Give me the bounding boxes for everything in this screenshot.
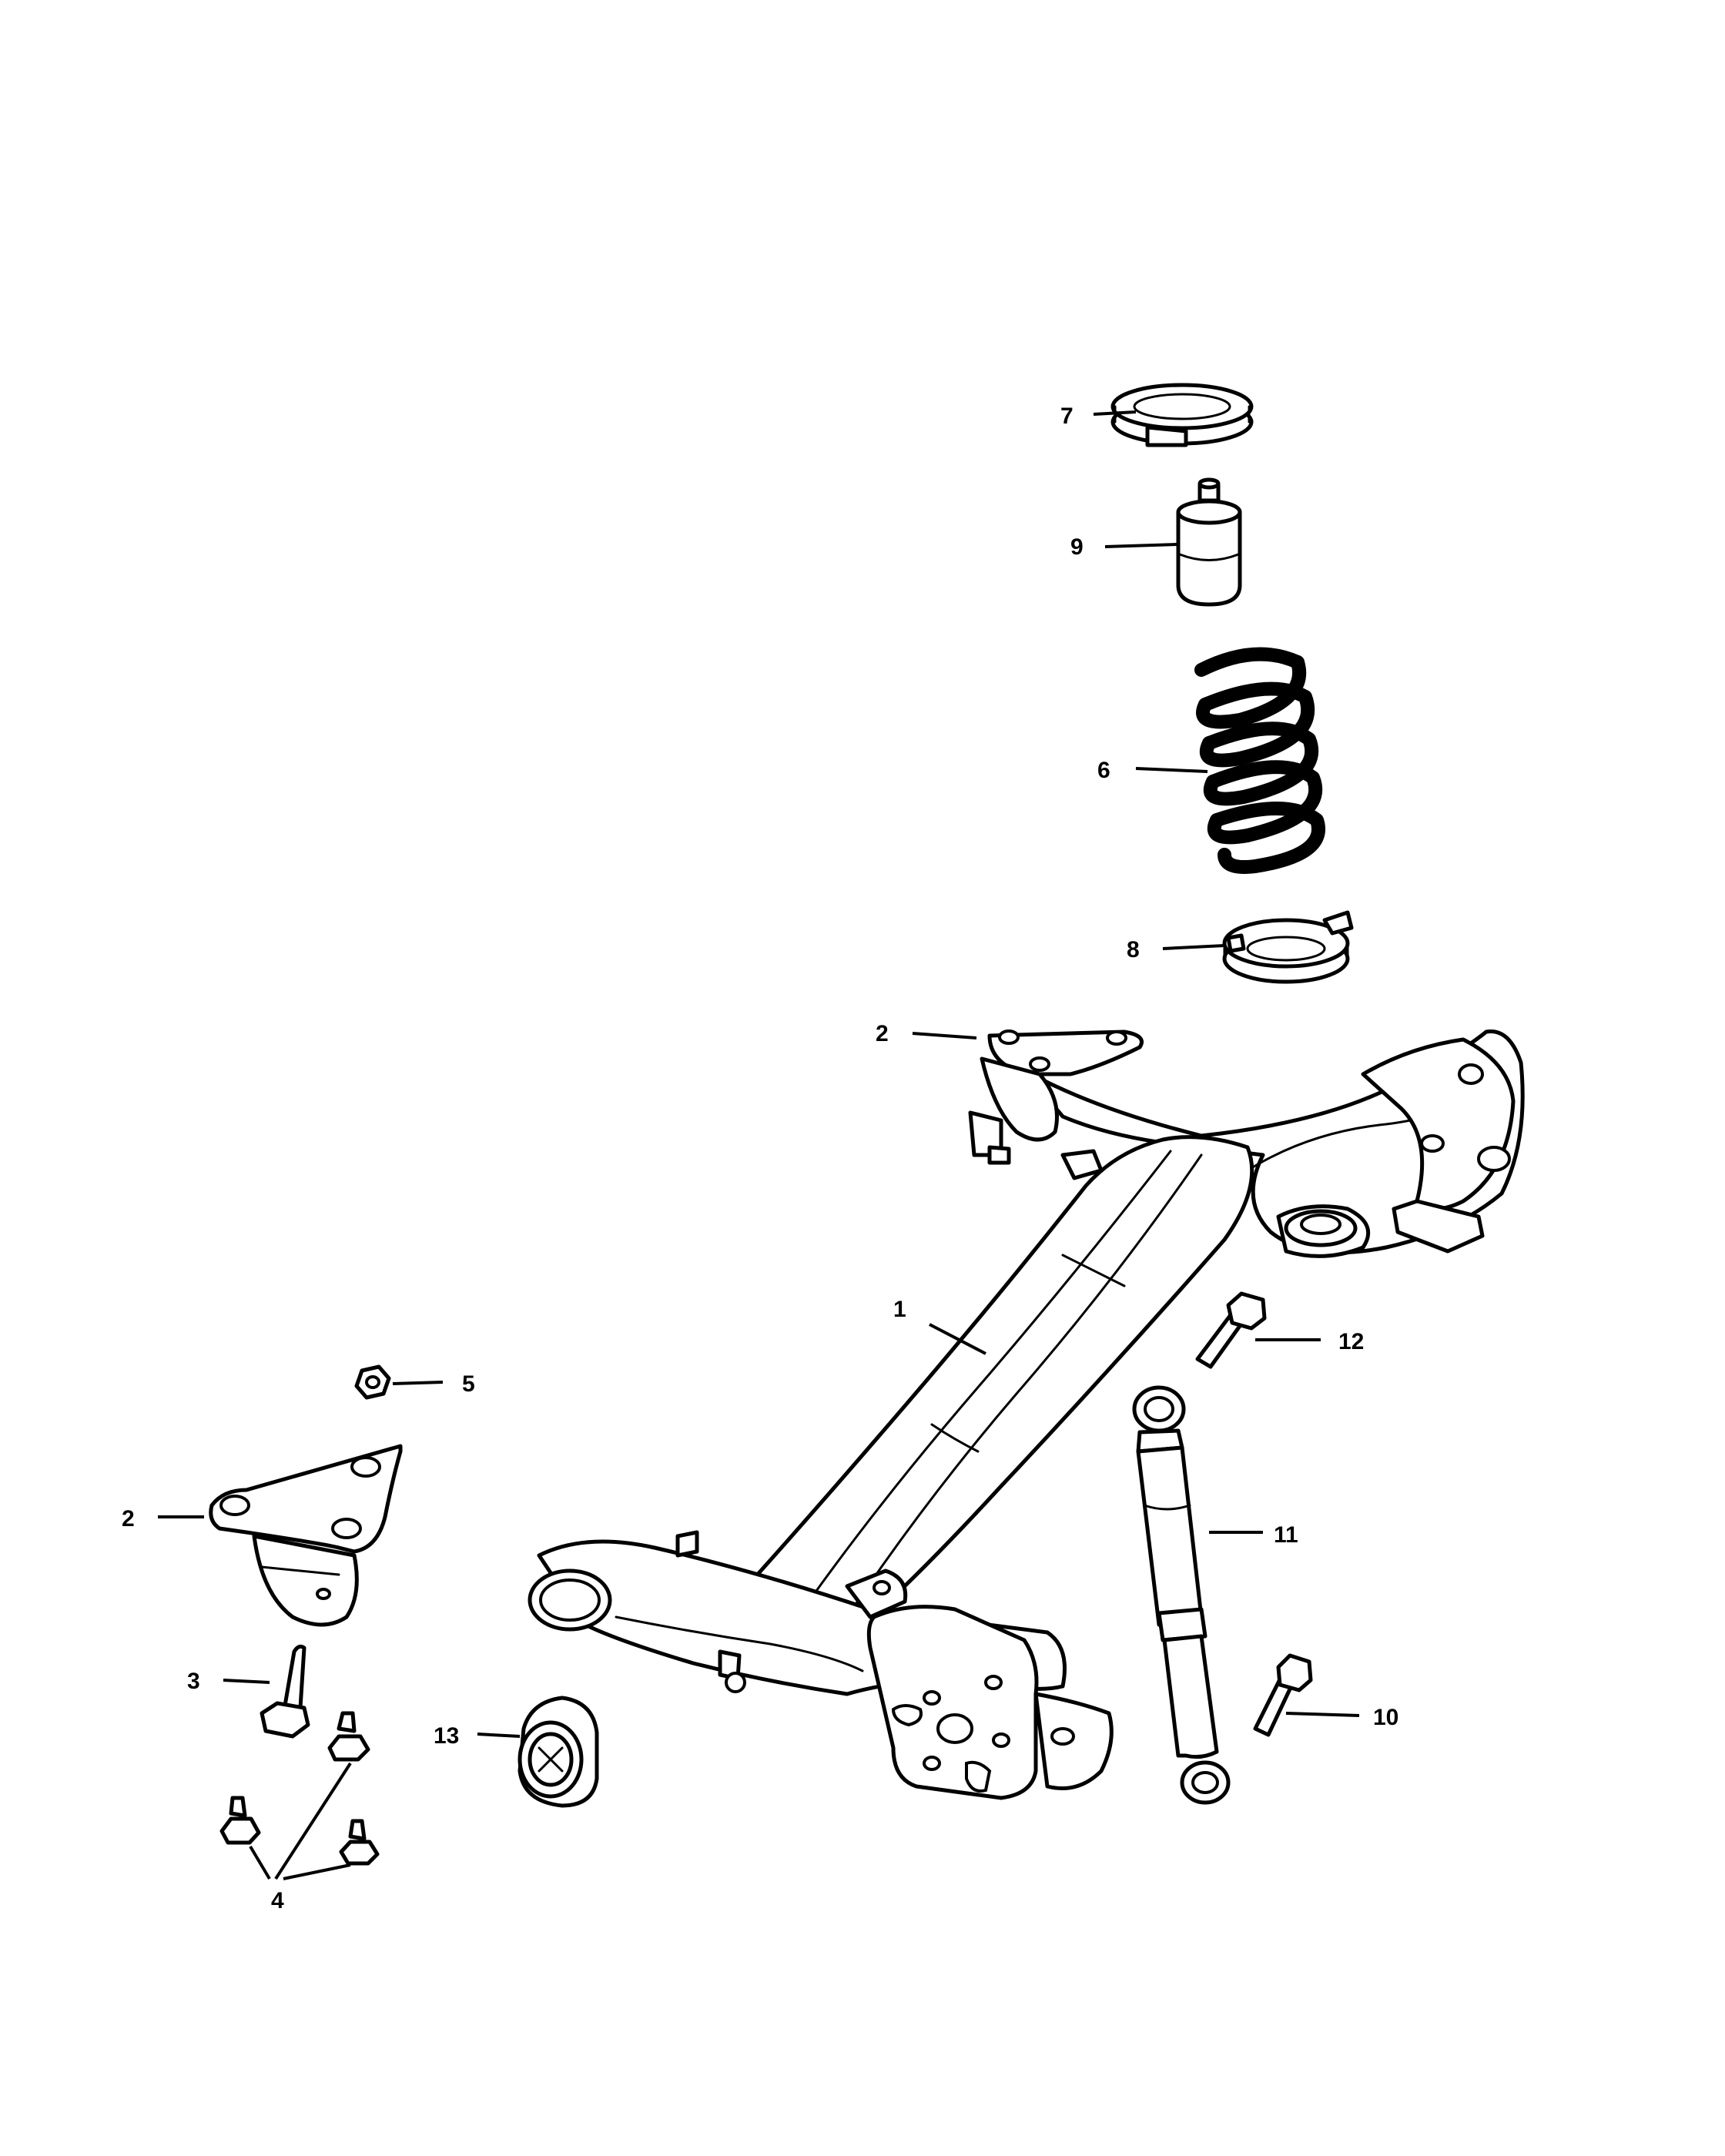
callout-8: 8 — [1127, 937, 1140, 962]
callout-12: 12 — [1338, 1329, 1364, 1354]
callout-2-lower: 2 — [122, 1506, 135, 1532]
callout-4: 4 — [271, 1888, 284, 1913]
callout-6: 6 — [1097, 758, 1110, 783]
callout-13: 13 — [434, 1723, 459, 1749]
callout-11: 11 — [1274, 1522, 1298, 1548]
callout-2-upper: 2 — [876, 1021, 889, 1046]
callout-9: 9 — [1070, 534, 1084, 560]
callout-3: 3 — [187, 1669, 200, 1694]
part-11-shock-absorber — [1132, 1385, 1231, 1805]
part-12-upper-shock-bolt — [1195, 1291, 1267, 1369]
part-1-rear-axle-beam — [528, 1029, 1525, 1800]
part-7-upper-isolator — [1110, 383, 1254, 447]
part-5-nut — [354, 1364, 391, 1400]
part-3-bolt — [260, 1644, 310, 1739]
callout-1: 1 — [893, 1297, 906, 1322]
callout-7: 7 — [1060, 403, 1074, 429]
part-4-studs — [219, 1711, 380, 1866]
callout-10: 10 — [1373, 1705, 1398, 1730]
callout-5: 5 — [462, 1371, 475, 1397]
part-6-coil-spring — [1194, 647, 1325, 874]
part-13-bushing — [518, 1696, 599, 1808]
part-8-lower-isolator — [1222, 910, 1354, 984]
part-2-mounting-bracket — [209, 1444, 403, 1627]
part-10-lower-shock-bolt — [1253, 1653, 1313, 1737]
part-9-jounce-bumper — [1176, 477, 1242, 607]
